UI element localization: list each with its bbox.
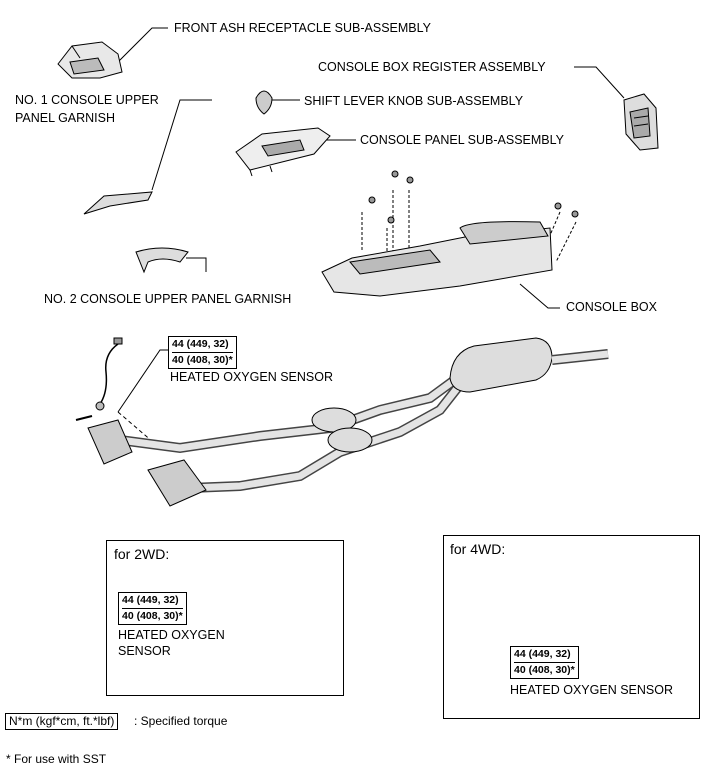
leader-lines <box>117 27 625 449</box>
torque-2wd-value-1: 44 (449, 32) <box>122 594 183 609</box>
no1-garnish-part <box>83 191 153 215</box>
torque-2wd-value-2: 40 (408, 30)* <box>122 610 183 622</box>
torque-4wd-value-1: 44 (449, 32) <box>514 648 575 663</box>
label-4wd-sensor: HEATED OXYGEN SENSOR <box>510 683 673 697</box>
front-ash-receptacle-part <box>57 41 123 79</box>
label-2wd-sensor-line2: SENSOR <box>118 644 171 658</box>
legend-unit-box: N*m (kgf*cm, ft.*lbf) <box>5 713 119 730</box>
torque-4wd-value-2: 40 (408, 30)* <box>514 664 575 676</box>
torque-value-2: 40 (408, 30)* <box>172 354 233 366</box>
label-no1-garnish-line2: PANEL GARNISH <box>15 111 116 125</box>
sst-footnote: * For use with SST <box>6 752 107 766</box>
torque-value-1: 44 (449, 32) <box>172 338 233 353</box>
label-shift-lever-knob: SHIFT LEVER KNOB SUB-ASSEMBLY <box>304 94 524 108</box>
console-register-part <box>623 93 659 151</box>
label-console-panel: CONSOLE PANEL SUB-ASSEMBLY <box>360 133 564 147</box>
shift-knob-part <box>255 90 273 115</box>
console-box-part <box>321 221 553 297</box>
no2-garnish-part <box>135 247 189 274</box>
label-front-ash-receptacle: FRONT ASH RECEPTACLE SUB-ASSEMBLY <box>174 21 432 35</box>
exhaust-system <box>75 337 609 507</box>
torque-spec-4wd: 44 (449, 32) 40 (408, 30)* <box>510 646 579 679</box>
label-console-box-register: CONSOLE BOX REGISTER ASSEMBLY <box>318 60 546 74</box>
label-console-box: CONSOLE BOX <box>566 300 657 314</box>
panel-4wd-title: for 4WD: <box>450 541 506 557</box>
label-no1-garnish-line1: NO. 1 CONSOLE UPPER <box>15 93 159 107</box>
torque-spec-main: 44 (449, 32) 40 (408, 30)* <box>168 336 237 369</box>
label-2wd-sensor-line1: HEATED OXYGEN <box>118 628 225 642</box>
label-heated-oxygen-sensor: HEATED OXYGEN SENSOR <box>170 370 333 384</box>
console-panel-part <box>235 127 331 177</box>
screws <box>368 170 579 224</box>
label-no2-garnish: NO. 2 CONSOLE UPPER PANEL GARNISH <box>44 292 292 306</box>
legend-unit-desc: : Specified torque <box>134 714 228 728</box>
panel-2wd-title: for 2WD: <box>114 546 170 562</box>
panel-4wd <box>443 535 700 719</box>
torque-spec-2wd: 44 (449, 32) 40 (408, 30)* <box>118 592 187 625</box>
